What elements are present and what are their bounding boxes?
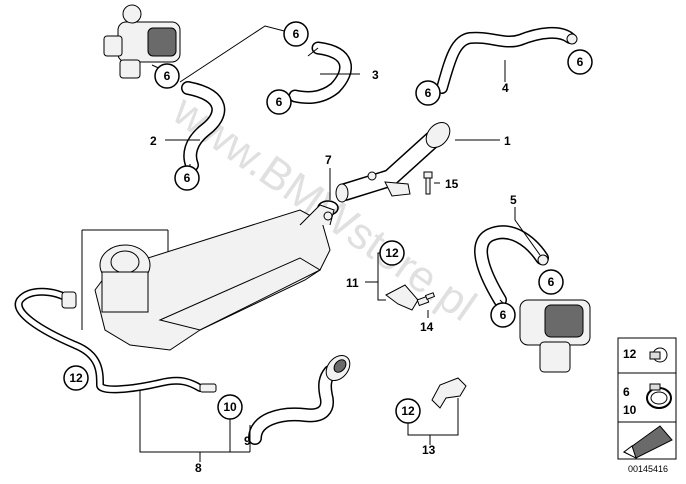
hose-clamp-icon — [646, 383, 672, 409]
callout-2: 2 — [150, 134, 157, 148]
svg-text:10: 10 — [223, 400, 237, 414]
hose-clip-icon — [649, 347, 668, 363]
callouts: 1 2 3 4 5 7 8 9 11 13 14 15 — [150, 68, 517, 475]
circle-callout: 6 — [567, 49, 593, 75]
bolt-15 — [423, 171, 433, 195]
svg-text:12: 12 — [385, 246, 399, 260]
hose-2 — [181, 81, 226, 172]
hose-left — [14, 287, 217, 394]
callout-1: 1 — [504, 134, 511, 148]
callout-15: 15 — [445, 177, 459, 191]
svg-text:6: 6 — [577, 55, 584, 69]
hose-9 — [248, 354, 351, 445]
diagram-id: 00145416 — [628, 464, 668, 474]
svg-text:6: 6 — [425, 86, 432, 100]
circle-callout: 6 — [490, 302, 516, 328]
circle-callout: 6 — [415, 80, 441, 106]
hose-3 — [288, 41, 352, 105]
svg-text:6: 6 — [184, 171, 191, 185]
svg-text:12: 12 — [69, 371, 83, 385]
callout-9: 9 — [244, 434, 251, 448]
callout-13: 13 — [422, 443, 436, 457]
circle-callout: 6 — [154, 63, 180, 89]
circle-callout: 6 — [174, 165, 200, 191]
svg-text:6: 6 — [276, 95, 283, 109]
legend-box: 12 6 10 — [617, 337, 677, 460]
svg-text:6: 6 — [293, 27, 300, 41]
circle-callout: 6 — [538, 269, 564, 295]
bolt-14 — [416, 292, 436, 307]
circle-callout: 10 — [217, 394, 243, 420]
pipe-1 — [335, 121, 451, 203]
callout-14: 14 — [420, 320, 434, 334]
callout-11: 11 — [346, 276, 359, 290]
flag-icon — [623, 425, 673, 459]
circle-callout: 12 — [379, 240, 405, 266]
filter-housing — [94, 204, 335, 351]
bracket-13 — [431, 377, 467, 409]
callout-5: 5 — [510, 193, 517, 207]
bracket-11 — [385, 284, 419, 311]
circle-callout: 6 — [283, 21, 309, 47]
svg-text:6: 6 — [548, 275, 555, 289]
circled-callouts: 6 6 6 6 6 6 6 6 — [63, 21, 593, 424]
callout-7: 7 — [325, 153, 332, 167]
svg-text:12: 12 — [401, 404, 415, 418]
callout-8: 8 — [195, 461, 202, 475]
callout-4: 4 — [502, 81, 509, 95]
valve-right — [519, 299, 591, 373]
legend-label-6: 6 — [623, 385, 630, 399]
hose-4 — [436, 27, 578, 94]
circle-callout: 6 — [266, 89, 292, 115]
legend-label-12: 12 — [623, 347, 637, 361]
hose-5 — [474, 225, 549, 307]
callout-3: 3 — [372, 68, 379, 82]
legend-label-10: 10 — [623, 403, 637, 417]
valve-top-left — [103, 4, 181, 79]
circle-callout: 12 — [63, 365, 89, 391]
svg-text:6: 6 — [164, 69, 171, 83]
circle-callout: 12 — [395, 398, 421, 424]
svg-text:6: 6 — [500, 308, 507, 322]
